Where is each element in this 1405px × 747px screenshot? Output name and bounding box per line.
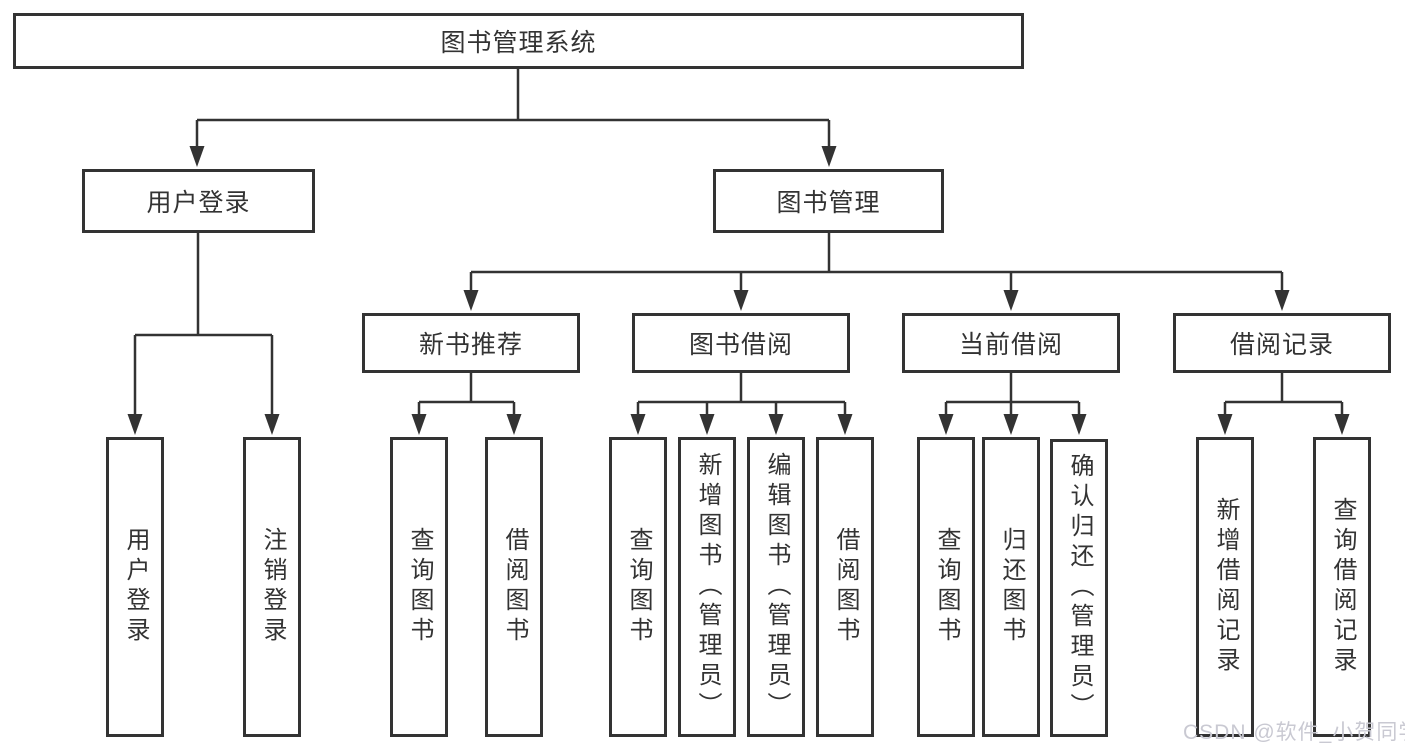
- leaf-label: 查询图书: [625, 527, 652, 647]
- node-new-book-recommend: 新书推荐: [362, 313, 580, 373]
- connectors-level3-branches: [417, 373, 1344, 418]
- leaf-label: 查询借阅记录: [1329, 497, 1356, 677]
- leaf-label: 用户登录: [122, 527, 149, 647]
- leaf-bb-query-book: 查询图书: [609, 437, 667, 737]
- connectors-root: [195, 69, 831, 150]
- node-book-borrow: 图书借阅: [632, 313, 850, 373]
- leaf-rec-add-record: 新增借阅记录: [1196, 437, 1254, 737]
- watermark: CSDN @软件_小贺同学: [1183, 721, 1405, 744]
- leaf-cb-confirm-return-admin: 确认归还（管理员）: [1050, 439, 1108, 737]
- leaf-bb-borrow-book: 借阅图书: [816, 437, 874, 737]
- arrowheads: [127, 146, 1350, 435]
- leaf-label: 编辑图书（管理员）: [763, 452, 790, 722]
- leaf-bb-edit-book-admin: 编辑图书（管理员）: [747, 437, 805, 737]
- leaf-label: 借阅图书: [832, 527, 859, 647]
- leaf-nb-query-book: 查询图书: [390, 437, 448, 737]
- leaf-label: 查询图书: [406, 527, 433, 647]
- leaf-label: 借阅图书: [501, 527, 528, 647]
- leaf-label: 注销登录: [259, 527, 286, 647]
- leaf-label: 新增图书（管理员）: [694, 452, 721, 722]
- node-current-borrow: 当前借阅: [902, 313, 1120, 373]
- leaf-bb-add-book-admin: 新增图书（管理员）: [678, 437, 736, 737]
- connectors-book-management-branch: [469, 233, 1284, 294]
- leaf-label: 归还图书: [998, 527, 1025, 647]
- connectors-user-login-branch: [133, 233, 274, 418]
- node-user-login: 用户登录: [82, 169, 315, 233]
- leaf-label: 确认归还（管理员）: [1066, 453, 1093, 723]
- leaf-cb-return-book: 归还图书: [982, 437, 1040, 737]
- node-book-management: 图书管理: [713, 169, 944, 233]
- leaf-nb-borrow-book: 借阅图书: [485, 437, 543, 737]
- leaf-rec-query-record: 查询借阅记录: [1313, 437, 1371, 737]
- leaf-cb-query-book: 查询图书: [917, 437, 975, 737]
- leaf-label: 查询图书: [933, 527, 960, 647]
- leaf-logout: 注销登录: [243, 437, 301, 737]
- node-borrow-records: 借阅记录: [1173, 313, 1391, 373]
- leaf-label: 新增借阅记录: [1212, 497, 1239, 677]
- node-library-system: 图书管理系统: [13, 13, 1024, 69]
- leaf-user-login: 用户登录: [106, 437, 164, 737]
